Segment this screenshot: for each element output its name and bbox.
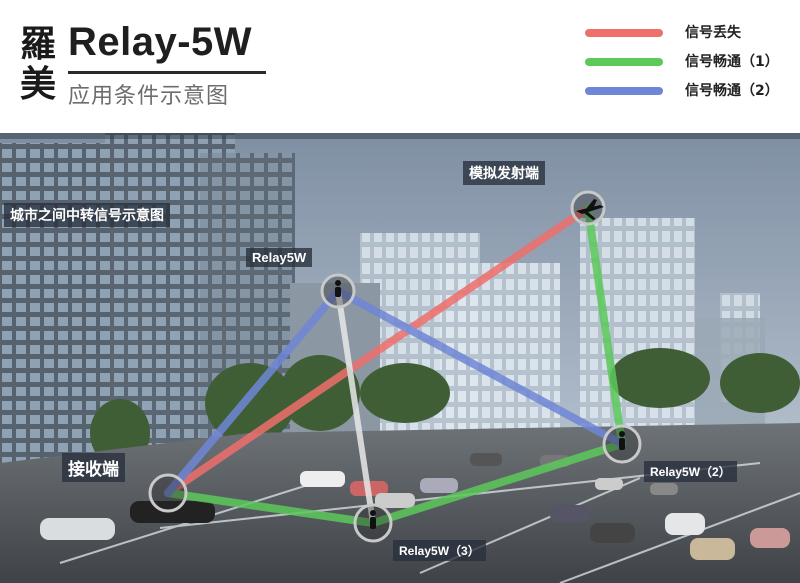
legend-label: 信号丢失 xyxy=(685,22,741,42)
logo-mark: 羅 美 xyxy=(20,24,64,104)
scene-caption: 城市之间中转信号示意图 xyxy=(4,203,170,227)
brand-title: Relay-5W xyxy=(68,20,252,65)
title-divider xyxy=(68,71,266,74)
relay-2-label: Relay5W（2） xyxy=(644,461,737,482)
logo-char-1: 羅 xyxy=(20,24,64,64)
legend-swatch-blue xyxy=(585,87,663,95)
receiver-label: 接收端 xyxy=(62,453,125,482)
city-scene: 城市之间中转信号示意图 模拟发射端 Relay5W 接收端 Relay5W（2）… xyxy=(0,133,800,583)
receiver-node xyxy=(150,475,186,511)
legend-label: 信号畅通（1） xyxy=(685,51,779,71)
scene-illustration xyxy=(0,133,800,583)
relay-3-label: Relay5W（3） xyxy=(393,540,486,561)
relay-top-label: Relay5W xyxy=(246,248,312,267)
brand-subtitle: 应用条件示意图 xyxy=(68,78,229,110)
logo-char-2: 美 xyxy=(20,64,64,104)
legend-label: 信号畅通（2） xyxy=(685,80,779,100)
legend-swatch-red xyxy=(585,29,663,37)
transmitter-label: 模拟发射端 xyxy=(463,161,545,185)
header: 羅 美 Relay-5W 应用条件示意图 信号丢失 信号畅通（1） 信号畅通（2… xyxy=(0,0,800,133)
legend-swatch-green xyxy=(585,58,663,66)
